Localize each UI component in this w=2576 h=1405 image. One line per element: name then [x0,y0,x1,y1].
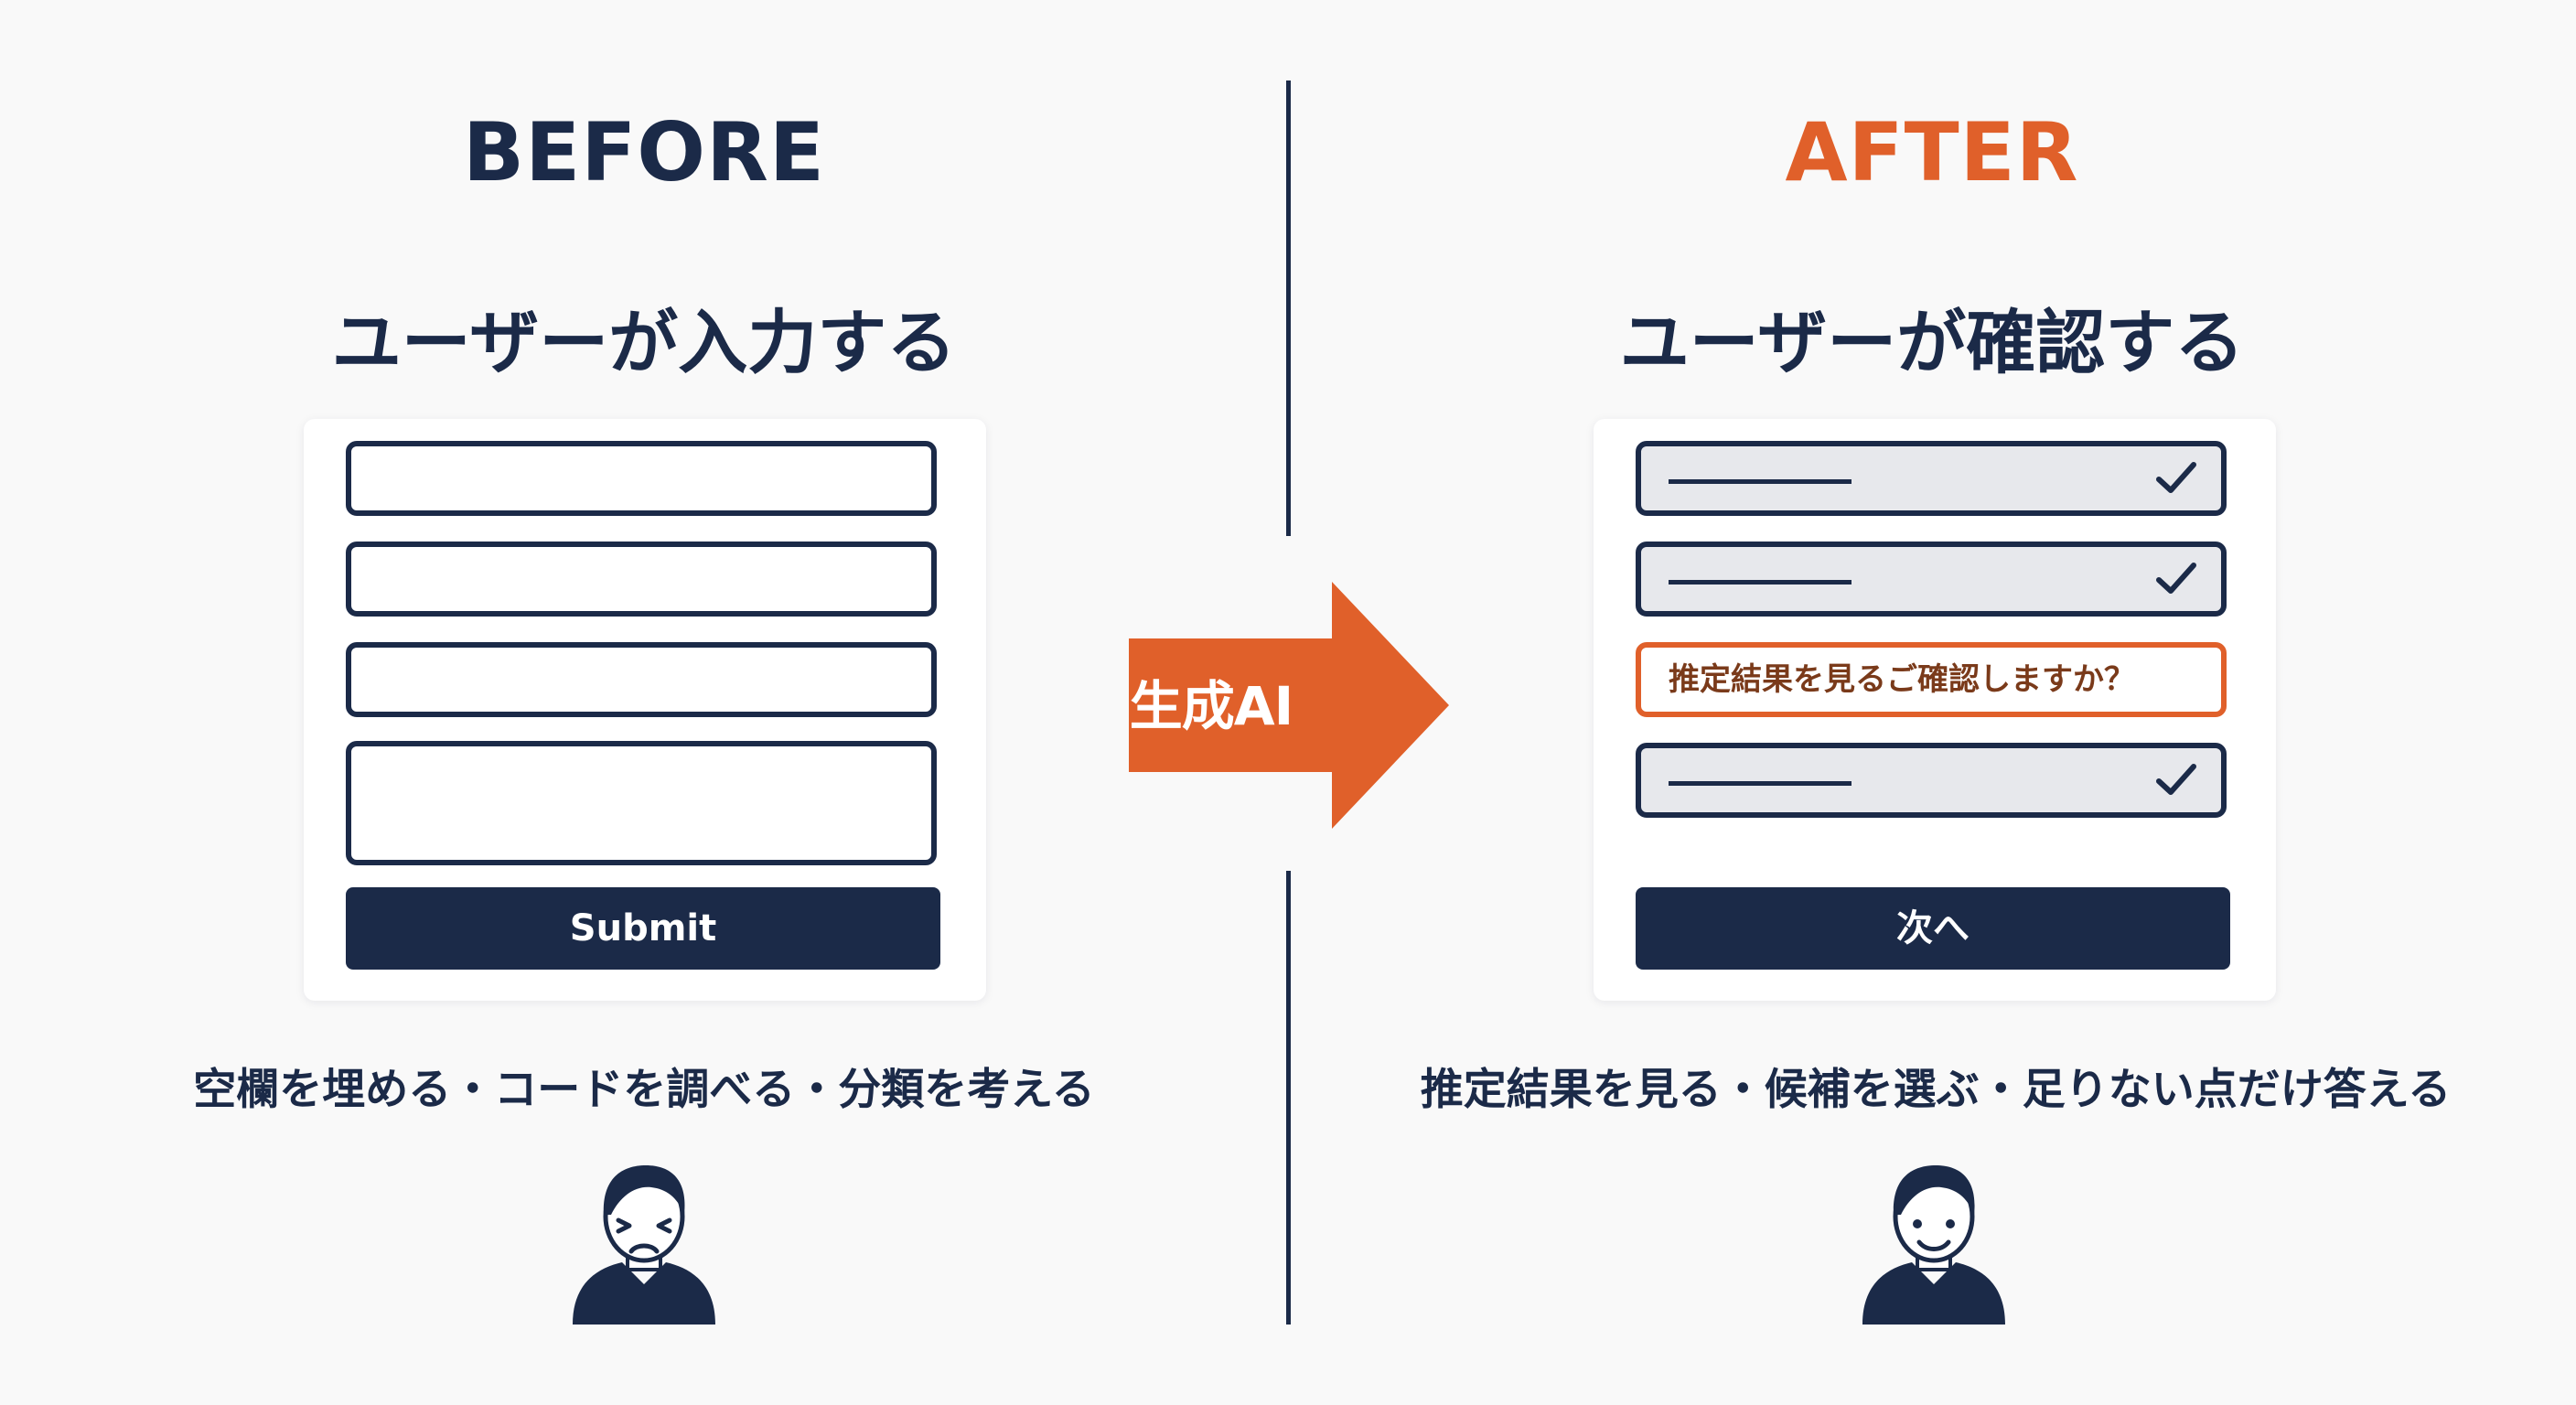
after-form-card: 推定結果を見るご確認しますか？ 次へ [1594,419,2276,1001]
prefilled-field-3[interactable] [1636,743,2227,818]
confirmation-prompt-field[interactable]: 推定結果を見るご確認しますか？ [1636,642,2227,717]
center-divider-bottom [1286,871,1291,1325]
empty-textarea-field[interactable] [346,741,937,865]
right-arrow-icon [1129,582,1449,829]
arrow-label: 生成AI [1129,675,1293,737]
check-icon [2156,563,2196,594]
before-title: BEFORE [463,105,825,199]
empty-input-field-3[interactable] [346,642,937,717]
before-form-card: Submit [304,419,986,1001]
center-divider-top [1286,80,1291,536]
next-button[interactable]: 次へ [1636,887,2230,970]
check-icon [2156,764,2196,795]
before-caption: 空欄を埋める・コードを調べる・分類を考える [193,1065,1095,1115]
filled-value-line [1669,580,1852,585]
before-subtitle: ユーザーが入力する [331,302,957,383]
prefilled-field-1[interactable] [1636,441,2227,516]
submit-button[interactable]: Submit [346,887,940,970]
after-subtitle: ユーザーが確認する [1619,302,2245,383]
empty-input-field-2[interactable] [346,542,937,617]
confirmation-prompt-text: 推定結果を見るご確認しますか？ [1669,661,2135,698]
filled-value-line [1669,781,1852,786]
frustrated-person-icon [573,1165,715,1325]
filled-value-line [1669,479,1852,484]
after-caption: 推定結果を見る・候補を選ぶ・足りない点だけ答える [1420,1065,2452,1115]
smiling-person-icon [1862,1165,2005,1325]
empty-input-field-1[interactable] [346,441,937,516]
check-icon [2156,462,2196,493]
after-title: AFTER [1785,105,2079,199]
prefilled-field-2[interactable] [1636,542,2227,617]
